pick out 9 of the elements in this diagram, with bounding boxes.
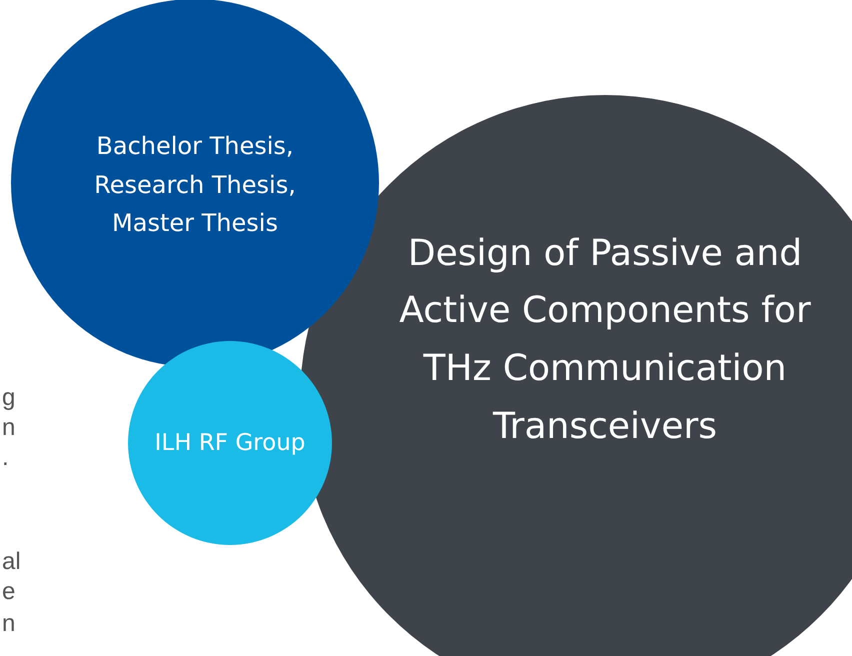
cut-off-text: al (2, 548, 21, 576)
circle-label: Design of Passive and Active Components for THz Communication Transceivers (398, 232, 812, 449)
cut-off-text: n (2, 414, 16, 442)
cut-off-text: n (2, 610, 16, 638)
cut-off-text: . (2, 444, 9, 472)
circle-label: Bachelor Thesis, Research Thesis, Master Thesis (93, 131, 297, 240)
cut-off-text: g (2, 384, 16, 412)
cut-off-text: e (2, 578, 16, 606)
circle-label: ILH RF Group (154, 428, 306, 458)
